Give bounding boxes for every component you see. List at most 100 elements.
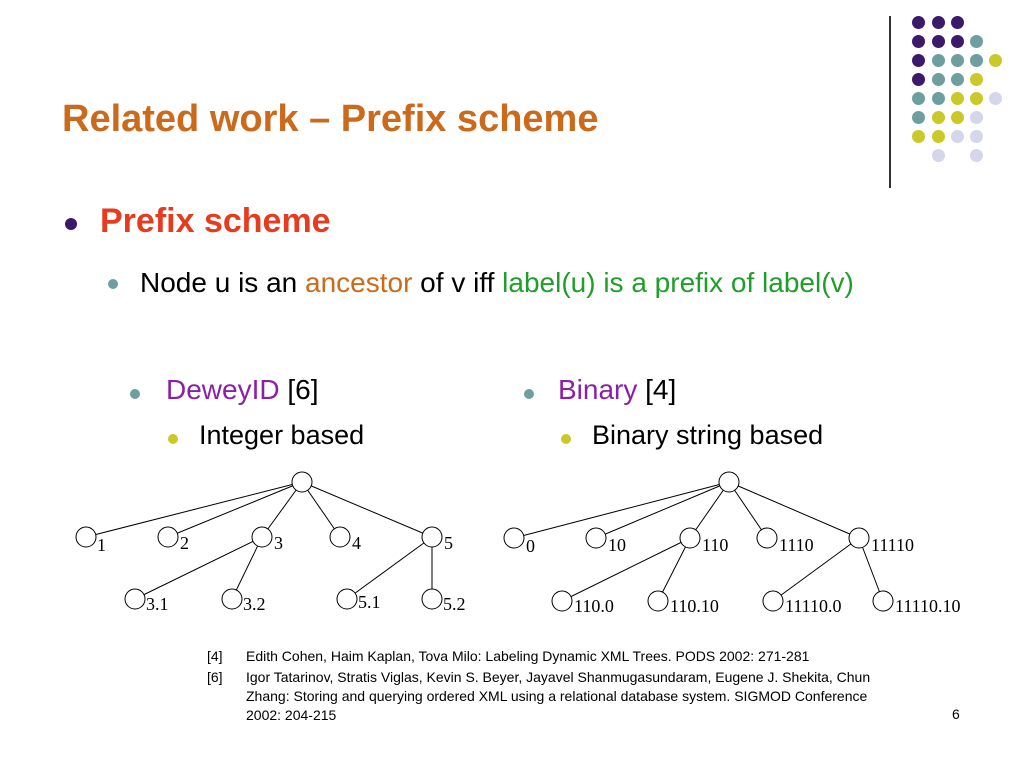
dot (970, 35, 983, 48)
dot (970, 73, 983, 86)
tree-node-root (718, 471, 740, 493)
dot (912, 111, 925, 124)
reference-text: Igor Tatarinov, Stratis Viglas, Kevin S.… (246, 669, 871, 723)
dot (951, 130, 964, 143)
bullet-level2: Node u is an ancestor of v iff label(u) … (140, 264, 980, 302)
dot (912, 92, 925, 105)
node-label: 10 (608, 535, 626, 555)
node-label: 110.10 (670, 596, 719, 616)
tree-node (329, 526, 351, 548)
edge (728, 481, 768, 539)
node-label: 110.0 (574, 596, 614, 616)
deweyid-subtext: Integer based (199, 420, 365, 450)
dot (912, 73, 925, 86)
dewey-tree (75, 471, 443, 610)
node-label: 5.1 (358, 592, 381, 612)
dot (951, 73, 964, 86)
tree-node (503, 527, 525, 549)
dot (932, 54, 945, 67)
dot (912, 35, 925, 48)
dot (989, 92, 1002, 105)
tree-node (221, 588, 243, 610)
text-span: of v iff (412, 267, 503, 298)
node-label: 11110.0 (785, 596, 842, 616)
dewey-labels: 1 2 3 4 5 3.1 3.2 5.1 5.2 (97, 533, 466, 614)
edge (231, 536, 263, 600)
dot (951, 92, 964, 105)
binary-heading: Binary [4] (558, 374, 676, 406)
binary-tree (503, 471, 894, 612)
ancestor-term: ancestor (305, 267, 413, 298)
node-label: 0 (526, 536, 535, 556)
edge (728, 481, 860, 539)
edge (772, 537, 860, 602)
dot (912, 16, 925, 29)
tree-node (75, 526, 97, 548)
edge (85, 481, 303, 538)
edge (858, 537, 884, 602)
node-label: 5 (444, 533, 453, 553)
reference-id: [4] (207, 648, 223, 664)
tree-node (679, 527, 701, 549)
edge (657, 537, 691, 602)
dot (951, 54, 964, 67)
edge (561, 537, 691, 602)
prefix-condition: label(u) is a prefix of label(v) (502, 267, 854, 298)
edge (261, 481, 303, 538)
tree-node (756, 527, 778, 549)
dot (951, 111, 964, 124)
bullet-dot (561, 434, 571, 444)
tree-node (647, 590, 669, 612)
node-label: 11110.10 (895, 596, 961, 616)
node-label: 3 (274, 533, 283, 553)
tree-node (124, 588, 146, 610)
tree-node (421, 526, 443, 548)
dot (970, 130, 983, 143)
deweyid-name: DeweyID (166, 374, 280, 405)
tree-node (336, 588, 358, 610)
dot (932, 73, 945, 86)
node-label: 5.2 (443, 594, 466, 614)
binary-subtext: Binary string based (592, 420, 824, 450)
dot (989, 54, 1002, 67)
edge (595, 481, 730, 539)
edge (301, 481, 433, 538)
bullet-dot (65, 218, 77, 230)
dot (932, 111, 945, 124)
edge (134, 536, 263, 600)
node-label: 1110 (779, 535, 814, 555)
reference-text: Edith Cohen, Haim Kaplan, Tova Milo: Lab… (246, 648, 810, 664)
node-label: 2 (180, 533, 189, 553)
dot (932, 130, 945, 143)
bullet-dot (130, 389, 140, 399)
edge (513, 481, 730, 539)
dot (970, 92, 983, 105)
dot (932, 92, 945, 105)
tree-node (551, 590, 573, 612)
binary-ref: [4] (637, 374, 677, 405)
dot (912, 54, 925, 67)
slide-title: Related work – Prefix scheme (62, 98, 599, 140)
deweyid-ref: [6] (279, 374, 319, 405)
node-label: 3.1 (146, 594, 169, 614)
bullet-dot (108, 279, 118, 289)
tree-node (421, 588, 443, 610)
deweyid-heading: DeweyID [6] (166, 374, 319, 406)
dot (951, 35, 964, 48)
node-label: 11110 (871, 535, 914, 555)
page-number: 6 (952, 706, 960, 722)
tree-node (872, 590, 894, 612)
node-label: 1 (97, 535, 106, 555)
node-label: 110 (702, 535, 728, 555)
dot (970, 54, 983, 67)
node-label: 3.2 (243, 594, 266, 614)
tree-node (157, 526, 179, 548)
edge (689, 481, 730, 539)
dot (932, 35, 945, 48)
bullet-dot (524, 389, 534, 399)
bullet-dot (168, 434, 178, 444)
dot (932, 149, 945, 162)
tree-node (848, 527, 870, 549)
dot (970, 149, 983, 162)
